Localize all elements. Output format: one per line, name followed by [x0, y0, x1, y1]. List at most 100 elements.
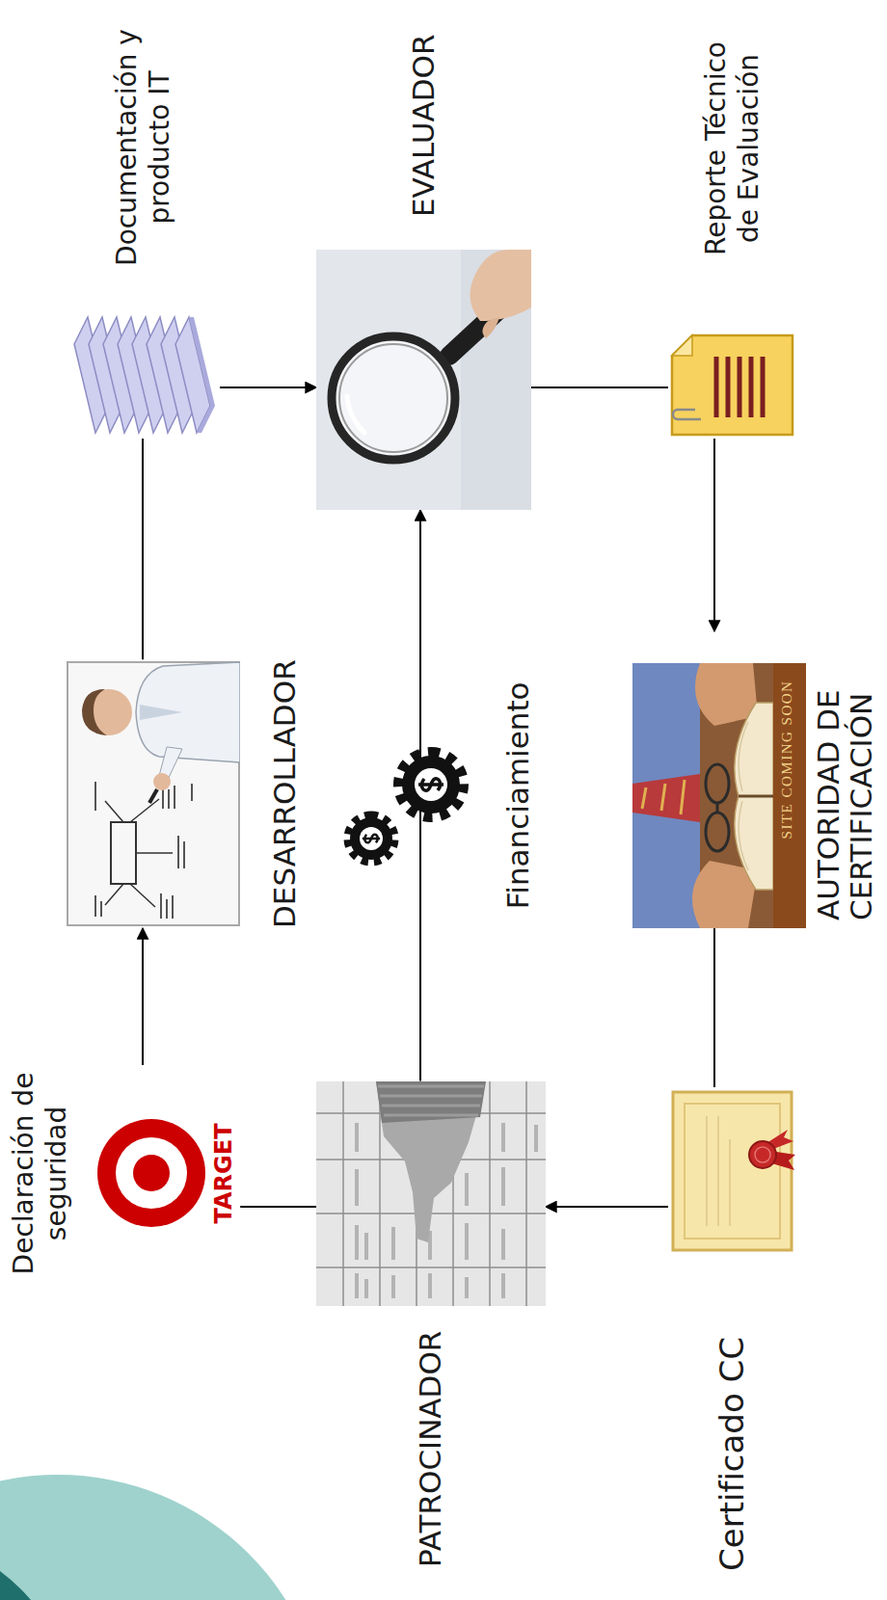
magnifier-photo-part	[339, 344, 448, 453]
developer-photo-part	[105, 799, 173, 908]
financing-gears-part-part	[359, 827, 383, 851]
flow-line	[531, 386, 669, 389]
role-node: EVALUADOR	[316, 34, 532, 511]
certificate-icon	[668, 1087, 797, 1256]
authority-photo-part	[632, 774, 700, 823]
magnifier-photo	[316, 249, 532, 511]
sponsor-photo-part-part	[501, 1273, 506, 1299]
node-illustration	[316, 1081, 546, 1307]
flow-arrow	[141, 928, 144, 1066]
node-illustration	[668, 1087, 797, 1256]
sponsor-photo-part-part	[391, 1227, 396, 1261]
sponsor-photo-part	[376, 1081, 486, 1243]
sponsor-photo-part-part	[391, 1275, 396, 1299]
certificate-icon-part	[754, 1147, 771, 1163]
node-illustration	[316, 249, 532, 511]
financing-gears-part-part	[418, 779, 444, 791]
magnifier-photo-part	[347, 396, 365, 433]
flow-arrow	[713, 438, 716, 632]
role-node: PATROCINADOR	[316, 1081, 546, 1568]
target-logo-part	[115, 1138, 188, 1210]
role-label: PATROCINADOR	[412, 1331, 449, 1568]
magnifier-photo-part	[469, 249, 532, 322]
developer-photo-part	[135, 662, 241, 763]
sponsor-photo-part-part	[364, 1233, 369, 1261]
developer-photo-part	[153, 773, 171, 791]
node-illustration	[66, 661, 241, 927]
documents-icon	[66, 311, 220, 439]
financing-gears-part-part	[399, 752, 463, 817]
authority-photo-part	[705, 812, 729, 852]
sponsor-photo-part-part	[464, 1277, 469, 1299]
sponsor-photo	[316, 1081, 546, 1307]
authority-photo-part	[738, 795, 774, 799]
sponsor-photo-part-part	[428, 1273, 432, 1299]
financing-gears-part-part	[348, 815, 395, 862]
sponsor-photo-part-part	[534, 1125, 538, 1153]
authority-photo-part	[632, 663, 807, 929]
authority-photo-part	[642, 779, 685, 815]
certificate-icon-part	[749, 1141, 777, 1169]
node-illustration: TARGET	[95, 1073, 241, 1276]
flow-line	[713, 928, 716, 1088]
node-illustration	[66, 311, 220, 439]
role-label: AUTORIDAD DE CERTIFICACIÓN	[811, 631, 878, 929]
flow-line	[240, 1206, 317, 1209]
developer-photo-part	[95, 781, 192, 919]
authority-photo-part	[734, 702, 774, 890]
sponsor-photo-part-part	[354, 1169, 359, 1207]
target-logo-part	[97, 1120, 206, 1229]
financing-gears	[342, 745, 470, 868]
report-icon-part	[671, 335, 793, 435]
sponsor-photo-part	[316, 1081, 546, 1307]
financing-gears-part-part	[402, 755, 460, 814]
financing-gears-part-part	[349, 817, 393, 861]
sponsor-photo-part-part	[501, 1123, 506, 1153]
role-label: EVALUADOR	[405, 34, 442, 217]
authority-photo-part	[632, 663, 700, 929]
magnifier-photo-part	[316, 249, 532, 511]
node-illustration: SITE COMING SOON	[632, 663, 807, 929]
artifact-label: Reporte Técnico de Evaluación	[699, 32, 765, 265]
role-label: DESARROLLADOR	[267, 659, 303, 929]
corner-decoration-part	[0, 1475, 328, 1600]
report-icon-part	[672, 409, 701, 420]
financing-gears-part	[348, 815, 395, 862]
sponsor-photo-part-part	[354, 1123, 359, 1153]
sponsor-photo-part	[377, 1086, 484, 1116]
magnifier-photo-part	[482, 317, 500, 339]
authority-photo-part	[738, 722, 749, 871]
certificate-icon-part	[672, 1092, 792, 1251]
edge-label: Financiamiento	[500, 681, 536, 910]
sponsor-photo-part-part	[354, 1225, 359, 1261]
authority-photo-part	[716, 803, 720, 813]
financing-gears-part-part	[414, 768, 448, 802]
artifact-node: Reporte Técnico de Evaluación	[668, 32, 797, 439]
logo-wordmark: TARGET	[210, 1073, 238, 1276]
financing-gears-part	[399, 752, 463, 817]
certificate-icon-part	[684, 1103, 780, 1239]
flow-line	[141, 438, 144, 660]
certificate-icon-part	[706, 1116, 730, 1227]
documents-icon-part	[188, 317, 216, 433]
financing-gears-part-part	[362, 834, 380, 844]
sponsor-photo-part-part	[501, 1229, 506, 1261]
sponsor-photo-part-part	[501, 1167, 506, 1207]
sponsor-photo-part-part	[354, 1273, 359, 1299]
developer-photo-part	[110, 822, 136, 885]
developer-photo-part	[67, 662, 240, 926]
developer-photo-part	[139, 704, 183, 721]
artifact-label: Documentación y producto IT	[110, 22, 176, 273]
node-illustration	[668, 331, 797, 439]
report-icon-part	[671, 335, 693, 356]
artifact-node: Declaración de seguridad TARGET	[7, 1065, 241, 1283]
developer-photo-part	[81, 689, 108, 736]
sponsor-photo-part-part	[364, 1279, 369, 1299]
sponsor-photo-part	[316, 1081, 546, 1307]
magnifier-photo-part	[331, 336, 456, 460]
report-icon-part	[716, 356, 763, 418]
sponsor-photo-part-part	[464, 1223, 469, 1261]
role-node: DESARROLLADOR	[66, 659, 303, 929]
artifact-node: Documentación y producto IT	[66, 22, 220, 439]
